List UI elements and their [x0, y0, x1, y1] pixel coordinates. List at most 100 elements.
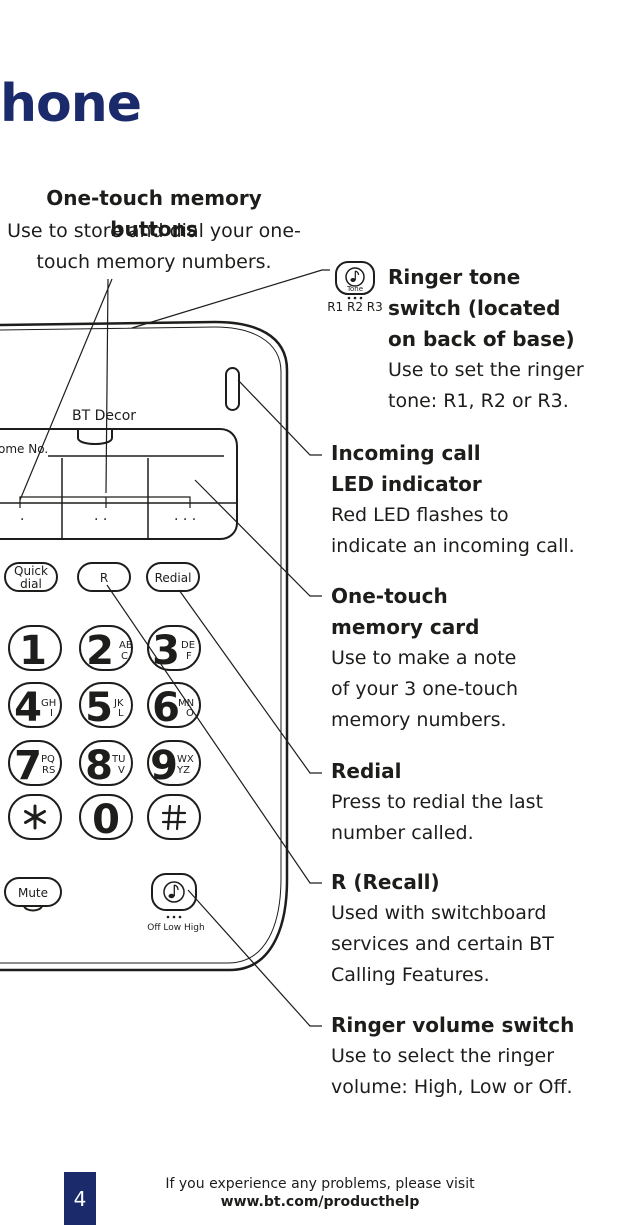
redial-button[interactable] [146, 562, 200, 592]
quick-dial-label-2: dial [20, 577, 42, 591]
memory-card-body-1: Use to make a note [331, 647, 517, 669]
svg-text:1: 1 [19, 628, 47, 674]
key-1[interactable] [8, 625, 62, 671]
svg-text:5: 5 [85, 685, 113, 731]
svg-text:GH: GH [41, 698, 56, 709]
svg-text:WX: WX [177, 754, 194, 765]
recall-body-3: Calling Features. [331, 964, 490, 986]
svg-text:PQ: PQ [41, 754, 55, 765]
led-indicator [225, 367, 240, 411]
key-4[interactable] [8, 682, 62, 728]
recall-button[interactable] [77, 562, 131, 592]
svg-text:JK: JK [113, 698, 124, 709]
svg-text:DE: DE [181, 640, 195, 651]
key-5[interactable] [79, 682, 133, 728]
ringer-tone-heading-3: on back of base) [388, 327, 575, 351]
svg-text:O: O [186, 708, 194, 719]
brand-label: BT Decor [72, 408, 136, 424]
svg-text:TU: TU [111, 754, 125, 765]
redial-body-1: Press to redial the last [331, 791, 544, 813]
svg-text:V: V [118, 765, 125, 776]
svg-text:0: 0 [92, 797, 120, 843]
key-0[interactable] [79, 794, 133, 840]
svg-text:L: L [118, 708, 124, 719]
home-no-label: ome No. [0, 442, 48, 456]
svg-text:7: 7 [14, 743, 42, 789]
phone-body-outline [0, 320, 289, 972]
memory-card-body-2: of your 3 one-touch [331, 678, 519, 700]
tone-label: Tone [346, 285, 363, 293]
redial-label: Redial [155, 571, 192, 585]
ringer-volume-section: Ringer volume switch Use to select the r… [331, 1010, 631, 1103]
ringer-tone-heading-2: switch (located [388, 296, 561, 320]
recall-heading: R (Recall) [331, 870, 440, 894]
memory-button-3[interactable]: · · · [174, 512, 196, 528]
svg-text:I: I [50, 708, 53, 719]
ringer-tone-section: Ringer tone switch (located on back of b… [388, 262, 628, 417]
svg-text:F: F [186, 651, 192, 662]
volume-labels: Off Low High [147, 923, 204, 933]
quick-dial-button[interactable] [4, 562, 58, 592]
redial-heading: Redial [331, 759, 402, 783]
one-touch-buttons-line1: Use to store and dial your one- [7, 220, 301, 242]
incoming-led-heading-1: Incoming call [331, 441, 481, 465]
key-7[interactable] [8, 740, 62, 786]
footer-line: If you experience any problems, please v… [165, 1176, 475, 1192]
recall-body-2: services and certain BT [331, 933, 554, 955]
svg-text:3: 3 [152, 628, 180, 674]
memory-button-1[interactable]: · [20, 512, 24, 528]
memory-card-body-3: memory numbers. [331, 709, 507, 731]
ringer-tone-heading-1: Ringer tone [388, 265, 521, 289]
tone-positions: R1 R2 R3 [327, 300, 383, 314]
page-number: 4 [64, 1172, 96, 1225]
hash-icon [161, 804, 187, 831]
key-8[interactable] [79, 740, 133, 786]
svg-text:6: 6 [152, 685, 180, 731]
page-title: hone [0, 74, 142, 134]
incoming-led-body-2: indicate an incoming call. [331, 535, 575, 557]
memory-card [0, 428, 238, 540]
callout-lines [19, 269, 330, 1027]
recall-label: R [100, 571, 108, 585]
memory-button-2[interactable]: · · [94, 512, 107, 528]
mute-label: Mute [18, 886, 48, 900]
incoming-led-heading-2: LED indicator [331, 472, 482, 496]
svg-text:4: 4 [14, 685, 42, 731]
music-note-icon [163, 881, 185, 903]
memory-card-heading-1: One-touch [331, 584, 448, 608]
key-9[interactable] [147, 740, 201, 786]
ringer-volume-body-1: Use to select the ringer [331, 1045, 555, 1067]
mute-button[interactable] [4, 877, 62, 907]
memory-card-section: One-touch memory card Use to make a note… [331, 581, 631, 736]
incoming-led-section: Incoming call LED indicator Red LED flas… [331, 438, 631, 562]
incoming-led-body-1: Red LED flashes to [331, 504, 509, 526]
one-touch-buttons-description: Use to store and dial your one- touch me… [0, 216, 308, 278]
ringer-volume-body-2: volume: High, Low or Off. [331, 1076, 573, 1098]
svg-text:RS: RS [42, 765, 55, 776]
recall-section: R (Recall) Used with switchboard service… [331, 867, 631, 991]
svg-text:8: 8 [85, 743, 113, 789]
music-note-icon [345, 267, 365, 287]
one-touch-buttons-line2: touch memory numbers. [36, 251, 272, 273]
redial-section: Redial Press to redial the last number c… [331, 756, 631, 849]
keypad: 1 2 AB C 3 DE F 4 GH I 5 JK L 6 MN O 7 P… [8, 625, 201, 843]
memory-card-heading-2: memory card [331, 615, 480, 639]
recall-body-1: Used with switchboard [331, 902, 547, 924]
svg-text:YZ: YZ [176, 765, 190, 776]
quick-dial-label-1: Quick [14, 564, 48, 578]
svg-text:MN: MN [178, 698, 194, 709]
one-touch-buttons-heading: One-touch memory buttons [46, 186, 262, 241]
svg-text:C: C [121, 651, 128, 662]
svg-text:AB: AB [119, 640, 133, 651]
ringer-volume-heading: Ringer volume switch [331, 1013, 575, 1037]
svg-text:9: 9 [150, 743, 178, 789]
ringer-tone-body-2: tone: R1, R2 or R3. [388, 390, 569, 412]
ringer-tone-body-1: Use to set the ringer [388, 359, 584, 381]
key-3[interactable] [147, 625, 201, 671]
redial-body-2: number called. [331, 822, 474, 844]
key-2[interactable] [79, 625, 133, 671]
key-hash[interactable] [147, 794, 201, 840]
footer-url-link[interactable]: www.bt.com/producthelp [220, 1194, 420, 1210]
asterisk-icon [24, 804, 46, 830]
